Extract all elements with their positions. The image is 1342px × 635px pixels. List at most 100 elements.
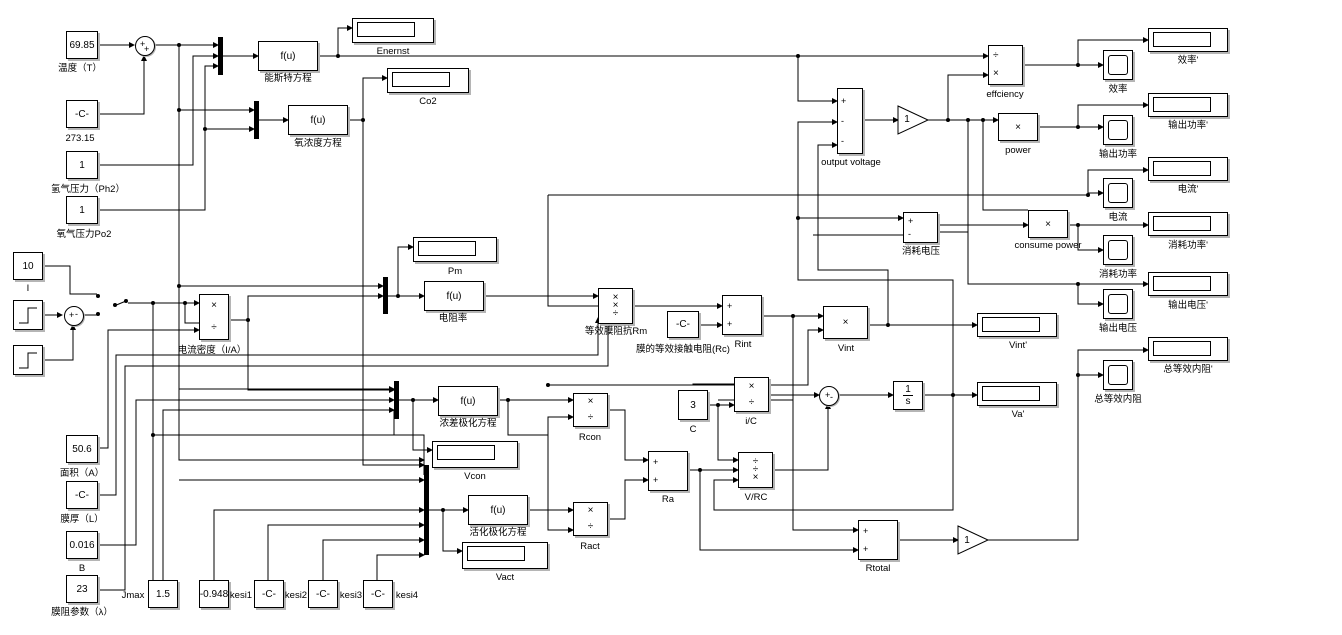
wire-enernst-vout[interactable] bbox=[797, 56, 838, 104]
wire-I-display[interactable] bbox=[1087, 167, 1149, 195]
consume-power-product[interactable]: × bbox=[1028, 210, 1068, 238]
wire-enernst-display[interactable] bbox=[337, 25, 353, 56]
scope-consume-power[interactable] bbox=[1103, 235, 1133, 265]
wire-lambda[interactable] bbox=[98, 317, 611, 591]
rtotal-sum[interactable]: ++ bbox=[858, 520, 898, 560]
wire-kesi2[interactable] bbox=[267, 522, 425, 580]
wire-va-vrc[interactable] bbox=[713, 395, 954, 511]
step-source-2[interactable] bbox=[13, 345, 43, 375]
wire-cd-concmux[interactable] bbox=[247, 320, 395, 393]
area-constant[interactable]: 50.6 bbox=[66, 435, 98, 463]
wire-I-act[interactable] bbox=[153, 434, 425, 475]
wire-o2-actmux[interactable] bbox=[362, 120, 425, 468]
wire-step2-sum[interactable] bbox=[43, 324, 76, 361]
wire-vint-vout[interactable] bbox=[817, 142, 889, 325]
display-current[interactable] bbox=[1148, 157, 1228, 181]
scope-current[interactable] bbox=[1103, 178, 1133, 208]
wire-cp-scope[interactable] bbox=[1068, 224, 1104, 253]
nernst-function[interactable]: f(u) bbox=[258, 41, 318, 71]
mux-nernst[interactable] bbox=[218, 37, 223, 75]
mux-activation[interactable] bbox=[424, 465, 429, 555]
ract-product[interactable]: ×÷ bbox=[573, 502, 608, 536]
efficiency-divide[interactable]: ÷× bbox=[988, 45, 1023, 85]
display-consume-power[interactable] bbox=[1148, 212, 1228, 236]
display-total-resistance[interactable] bbox=[1148, 337, 1228, 361]
wire-rcon-ra[interactable] bbox=[608, 409, 649, 463]
scope-output-power[interactable] bbox=[1103, 115, 1133, 145]
wire-rt-display[interactable] bbox=[1077, 347, 1149, 375]
wire-po2-nernst[interactable] bbox=[98, 63, 219, 211]
wire-kesi1[interactable] bbox=[213, 507, 425, 580]
wire-o2-display[interactable] bbox=[362, 75, 388, 120]
power-product[interactable]: × bbox=[998, 113, 1038, 141]
b-constant[interactable]: 0.016 bbox=[66, 531, 98, 559]
kesi4-constant[interactable]: -C- bbox=[363, 580, 393, 608]
wire-ph2-mux[interactable] bbox=[98, 53, 219, 166]
wire-cd-rcon2[interactable] bbox=[507, 400, 574, 436]
mux-concentration[interactable] bbox=[394, 381, 399, 419]
wire-I-ic[interactable] bbox=[692, 383, 734, 385]
wire-I-concmux[interactable] bbox=[153, 410, 395, 436]
rm-product[interactable]: ××÷ bbox=[598, 288, 633, 324]
wire-power-display[interactable] bbox=[1038, 102, 1149, 128]
c-constant[interactable]: 3 bbox=[678, 390, 708, 420]
sum-block-va[interactable]: +- bbox=[819, 386, 839, 406]
wire-B-conc[interactable] bbox=[98, 397, 395, 546]
pm-display[interactable] bbox=[413, 237, 497, 262]
step-source-1[interactable] bbox=[13, 300, 43, 330]
wire-T-bus[interactable] bbox=[178, 45, 425, 463]
rc-constant[interactable]: -C- bbox=[667, 311, 699, 338]
mux-o2[interactable] bbox=[254, 101, 259, 139]
wire-eff-display[interactable] bbox=[1023, 37, 1149, 66]
vact-display[interactable] bbox=[462, 542, 548, 569]
wire-cd-ract2[interactable] bbox=[547, 435, 574, 533]
wire-jmax[interactable] bbox=[162, 407, 395, 580]
po2-constant[interactable]: 1 bbox=[66, 196, 98, 224]
wire-vcon-display[interactable] bbox=[412, 400, 433, 453]
sum-block-step[interactable]: +- bbox=[64, 306, 84, 326]
wire-switch-cd2[interactable] bbox=[184, 303, 199, 324]
lambda-constant[interactable]: 23 bbox=[66, 575, 98, 603]
kesi3-constant[interactable]: -C- bbox=[308, 580, 338, 608]
wire-cd-resmux[interactable] bbox=[247, 293, 384, 320]
wire-I-scope[interactable] bbox=[548, 190, 1104, 196]
sum-block-temp[interactable]: ++ bbox=[135, 36, 155, 56]
gain-output-voltage[interactable] bbox=[897, 105, 930, 135]
kelvin-constant[interactable]: -C- bbox=[66, 100, 98, 128]
wire-const-switch[interactable] bbox=[43, 265, 97, 295]
display-output-voltage[interactable] bbox=[1148, 272, 1228, 296]
wire-cd-rm2[interactable] bbox=[547, 195, 598, 307]
wire-I-vint[interactable] bbox=[548, 327, 824, 386]
mux-resistivity[interactable] bbox=[383, 277, 388, 314]
output-voltage-sum[interactable]: +-- bbox=[837, 88, 863, 154]
ra-sum[interactable]: ++ bbox=[648, 451, 688, 491]
wire-area-cd[interactable] bbox=[98, 327, 200, 449]
wire-kesi3[interactable] bbox=[322, 537, 425, 580]
current-density-product[interactable]: ×÷ bbox=[199, 294, 229, 340]
va-display[interactable] bbox=[977, 382, 1057, 406]
wire-x-power[interactable] bbox=[982, 120, 1028, 211]
wire-pm-display[interactable] bbox=[397, 244, 414, 296]
wire-vout-cv[interactable] bbox=[938, 120, 969, 233]
jmax-constant[interactable]: 1.5 bbox=[148, 580, 178, 608]
vrc-product[interactable]: ÷÷× bbox=[738, 452, 773, 488]
wire-kelvin-sum[interactable] bbox=[98, 55, 147, 115]
o2-function[interactable]: f(u) bbox=[288, 105, 348, 135]
wire-vact-display[interactable] bbox=[442, 510, 463, 554]
concentration-function[interactable]: f(u) bbox=[438, 386, 498, 416]
rint-sum[interactable]: ++ bbox=[722, 295, 762, 335]
thickness-constant[interactable]: -C- bbox=[66, 481, 98, 509]
wire-vout-eff[interactable] bbox=[947, 72, 989, 120]
activation-function[interactable]: f(u) bbox=[468, 495, 528, 525]
vint-product[interactable]: × bbox=[823, 306, 868, 339]
current-constant[interactable]: 10 bbox=[13, 252, 43, 280]
wire-rt-scope[interactable] bbox=[988, 372, 1104, 541]
consume-voltage-sum[interactable]: +- bbox=[903, 212, 938, 243]
display-efficiency[interactable] bbox=[1148, 28, 1228, 52]
wire-va-vout[interactable] bbox=[797, 119, 954, 395]
kesi1-constant[interactable]: -0.948 bbox=[199, 580, 229, 608]
scope-efficiency[interactable] bbox=[1103, 50, 1133, 80]
ph2-constant[interactable]: 1 bbox=[66, 151, 98, 179]
co2-display[interactable] bbox=[387, 68, 469, 93]
wire-c-vrc[interactable] bbox=[717, 405, 739, 463]
